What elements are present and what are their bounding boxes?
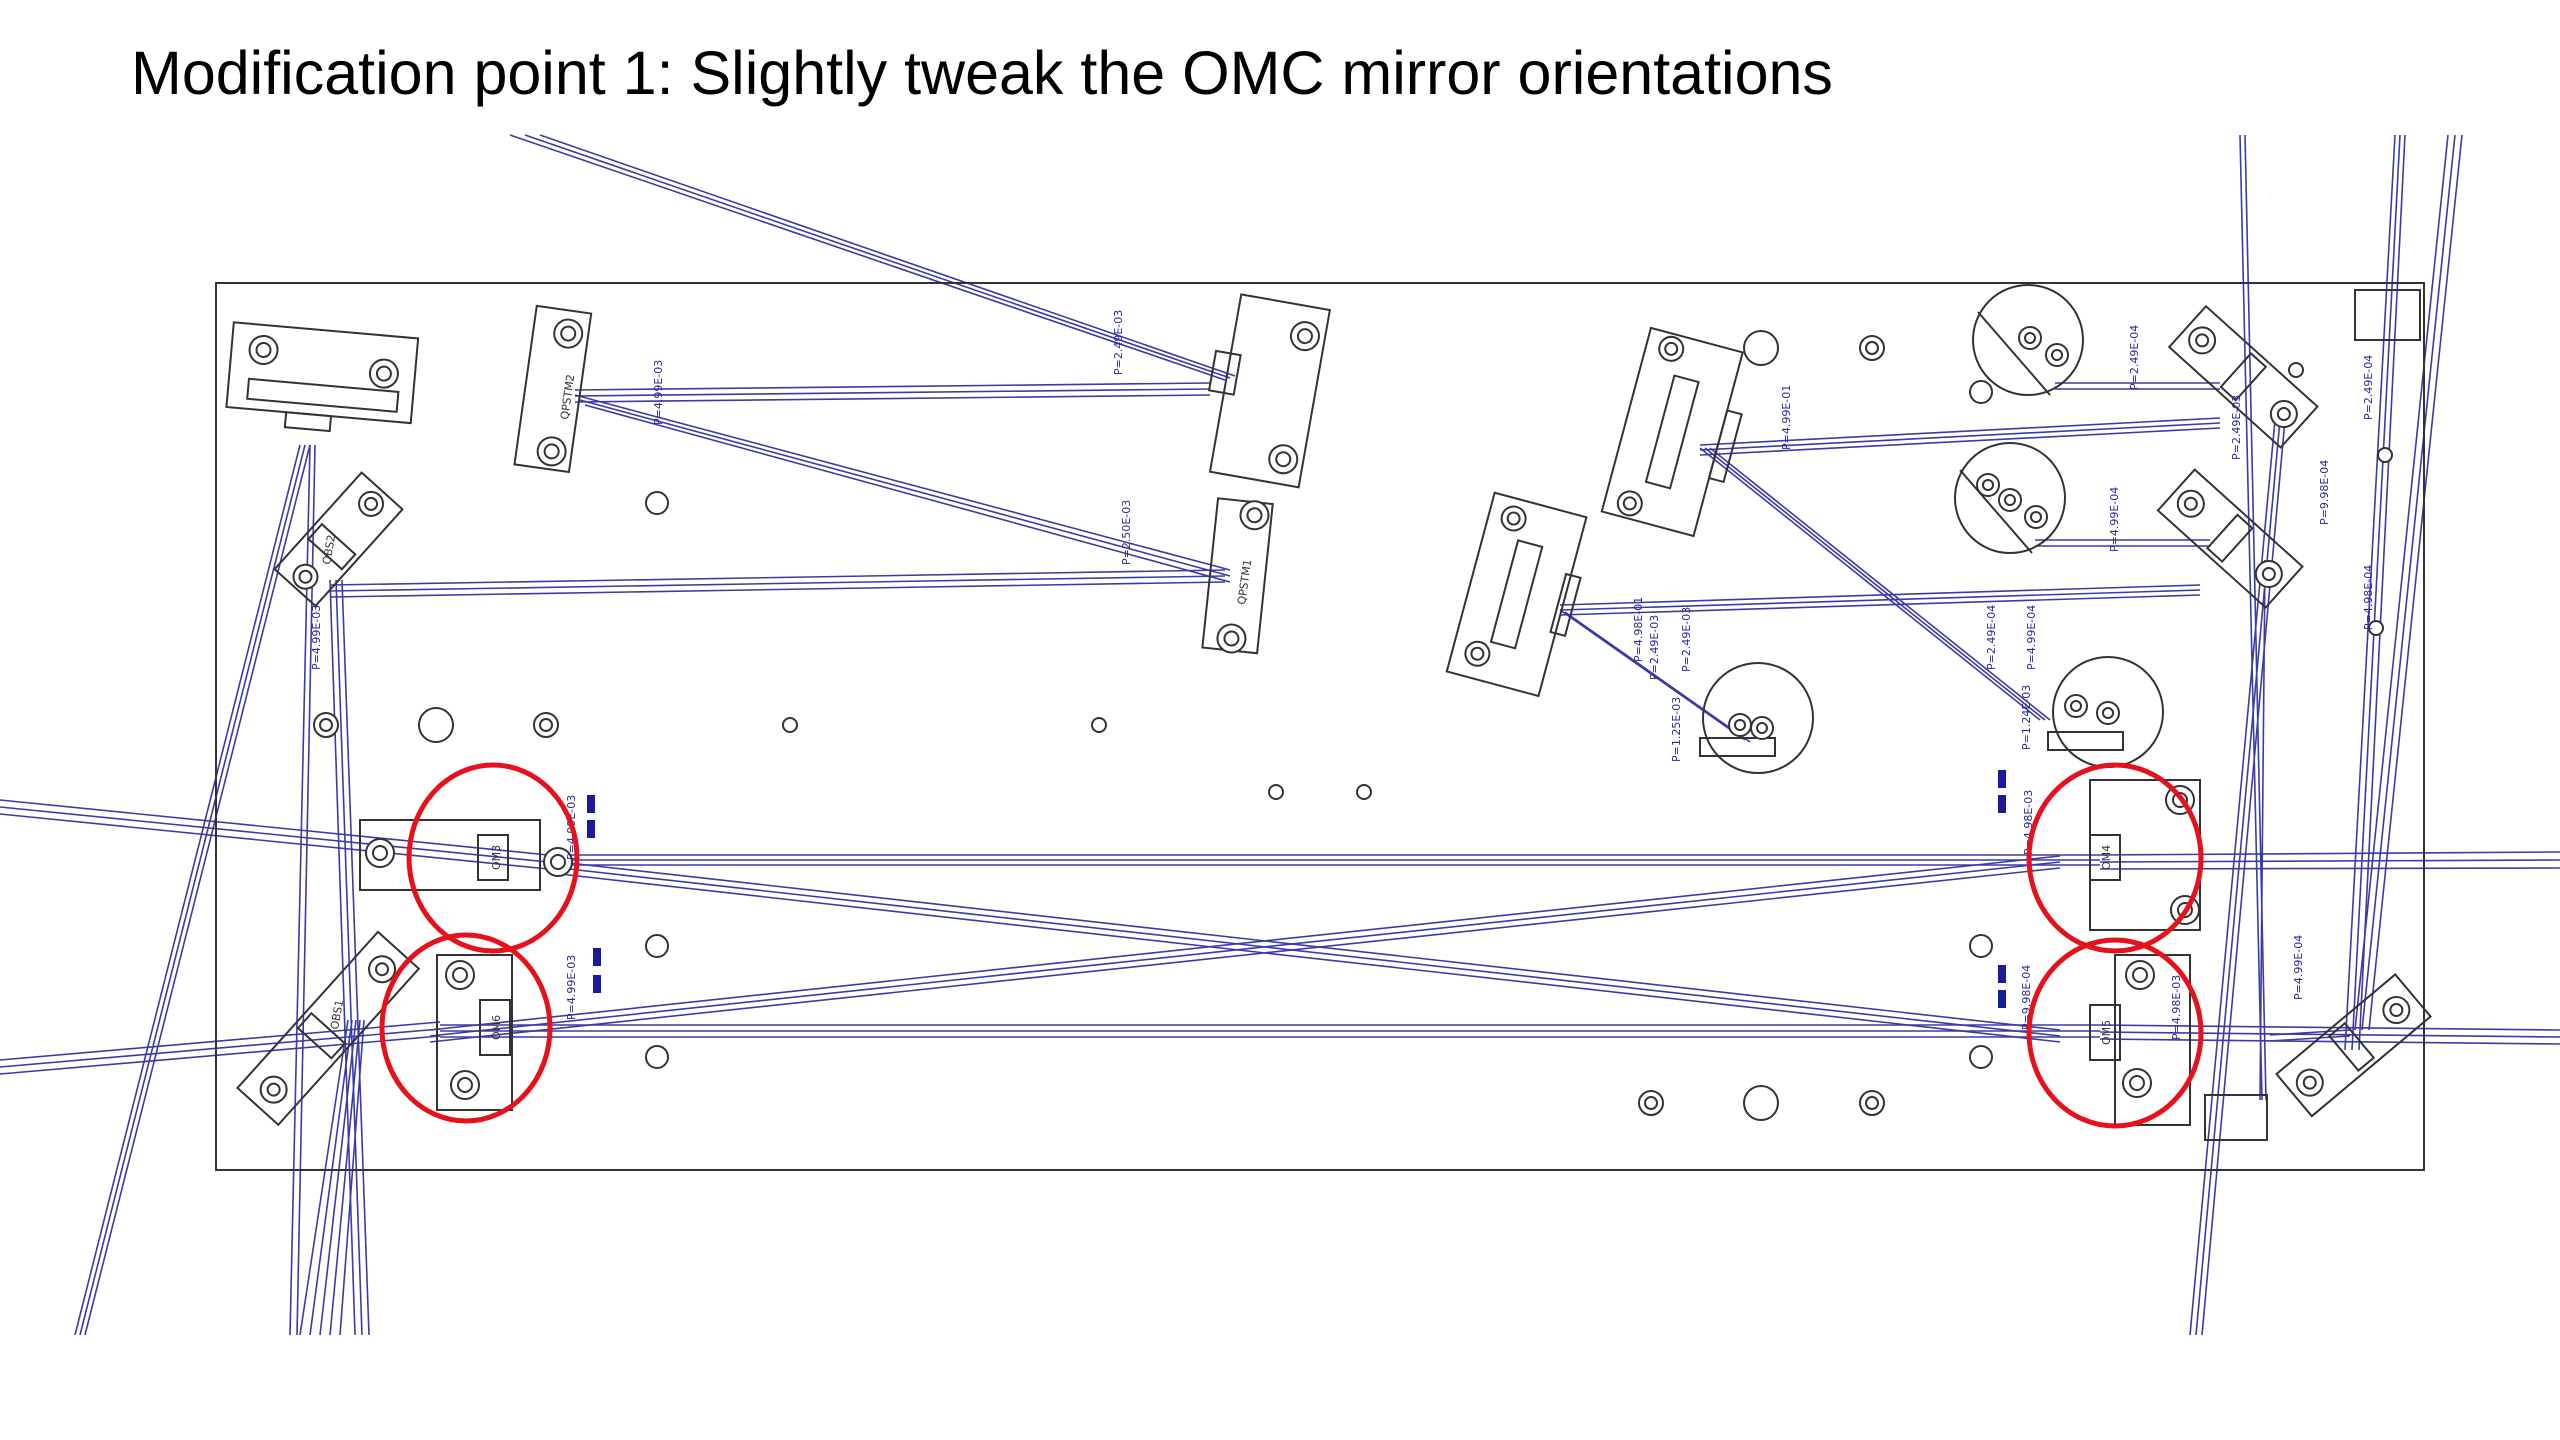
beam-lower-main [0,1021,2560,1075]
highlight-circles [379,762,2204,1129]
power-label: P=2.49E-03 [1648,615,1661,680]
steering-mirror-top [1207,293,1332,489]
beam-dump-top-right [2354,289,2421,341]
power-label: P=9.98E-04 [2318,460,2331,525]
om3-label: OM3 [490,845,503,870]
om6-mount [436,954,513,1111]
power-label: P=1.24E-03 [2020,685,2033,750]
power-label: P=4.99E-01 [1780,385,1793,450]
beam-left-vertical [74,444,370,1336]
beam-dump-bottom-right [2204,1094,2268,1141]
om4-label: OM4 [2100,845,2113,870]
power-labels: P=2.49E-03 P=2.50E-03 P=4.99E-03 P=4.98E… [310,310,2375,1040]
power-label: P=2.50E-03 [1120,500,1133,565]
round-mount-4 [2047,656,2164,768]
beam-upper-main [0,799,2560,870]
round-mount-2 [1954,442,2066,554]
mounting-holes [313,330,2393,1121]
om6-label: OM6 [490,1015,503,1040]
right-mirror-upper [2167,304,2319,449]
obs2-mount [273,471,404,608]
om3-mount [359,819,573,891]
om5-label: OM5 [2100,1020,2113,1045]
power-label: P=2.49E-04 [2362,355,2375,420]
beam-bowtie-crossing [429,855,2061,1043]
round-mount-3 [1699,662,1814,774]
obs1-mount [236,930,421,1127]
beam-top-diagonal [509,134,1236,381]
qpstm2-mount [513,304,593,474]
power-label: P=2.49E-04 [2128,325,2141,390]
right-mirror-middle [2156,468,2304,609]
power-label: P=2.49E-03 [1680,607,1693,672]
power-label: P=2.49E-03 [2230,395,2243,460]
highlight-om4 [2026,762,2204,954]
beam-paths [0,134,2560,1336]
qpstm1-mount [1201,497,1274,655]
top-left-mirror-mount [225,321,420,433]
power-label: P=1.25E-03 [1670,697,1683,762]
beam-right-cross [1559,382,2221,743]
power-label: P=2.49E-04 [1985,605,1998,670]
power-label: P=4.99E-03 [310,605,323,670]
power-label: P=4.99E-03 [565,955,578,1020]
power-label: P=2.49E-03 [1112,310,1125,375]
qpstm2-label: QPSTM2 [558,374,577,421]
beam-markers [587,770,2006,1008]
beam-right-vertical [2189,134,2463,1336]
round-mount-1 [1972,284,2084,396]
qpstm1-label: QPSTM1 [1235,559,1254,606]
beam-qpstm2-upper [574,382,1231,583]
highlight-om3 [406,762,580,954]
power-label: P=4.98E-01 [1632,597,1645,662]
slide-title: Modification point 1: Slightly tweak the… [131,39,1833,107]
breadboard-outline [215,282,2425,1171]
large-mirror-upper [1600,326,1744,538]
om5-mount [2089,954,2191,1126]
right-mirror-lower [2275,973,2432,1118]
power-label: P=4.98E-04 [2362,565,2375,630]
obs2-label: OBS2 [320,534,338,566]
large-mirror-lower [1445,491,1588,698]
power-label: P=4.99E-04 [2108,487,2121,552]
power-label: P=4.99E-03 [652,360,665,425]
power-label: P=4.99E-04 [2025,605,2038,670]
highlight-om5 [2026,937,2204,1129]
obs1-label: OBS1 [328,999,346,1031]
beam-obs2-qpstm1 [329,569,1226,598]
power-label: P=4.99E-04 [2292,935,2305,1000]
power-label: P=4.98E-03 [2170,975,2183,1040]
highlight-om6 [379,932,553,1124]
